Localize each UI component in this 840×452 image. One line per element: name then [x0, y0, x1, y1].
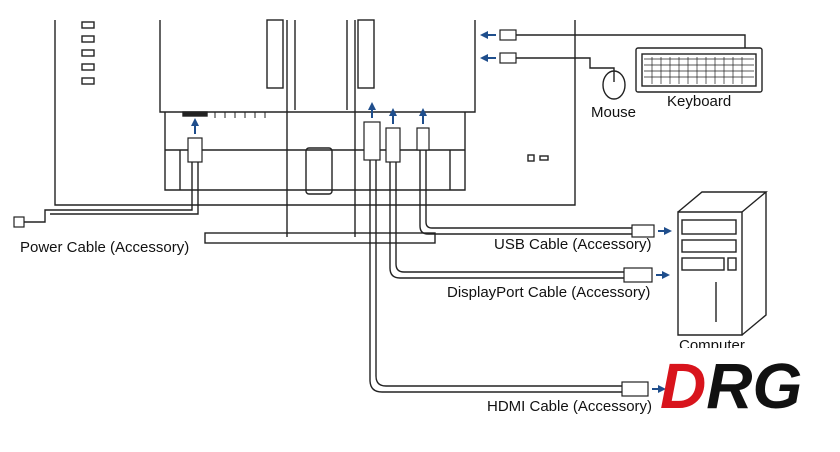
keyboard-device	[635, 47, 763, 93]
drg-logo: DRG	[660, 354, 802, 412]
cable-clip	[305, 147, 333, 195]
monitor-stand-neck	[286, 20, 356, 237]
hdmi-plug-monitor	[363, 121, 381, 161]
usb-cable-label: USB Cable (Accessory)	[494, 236, 652, 253]
mouse-device	[602, 70, 626, 100]
keyboard-cable	[516, 34, 746, 48]
hdmi-plug-computer	[621, 381, 649, 397]
dp-plug-computer	[623, 267, 653, 283]
keyboard-plug	[499, 29, 517, 41]
mouse-label: Mouse	[591, 104, 637, 121]
mouse-plug	[499, 52, 517, 64]
displayport-cable	[389, 162, 624, 279]
monitor-stand-base	[204, 232, 436, 244]
keyboard-keys	[644, 57, 754, 84]
power-plug	[187, 137, 203, 163]
keyboard-label: Keyboard	[667, 93, 732, 110]
dp-plug-monitor	[385, 127, 401, 163]
usb-cable	[419, 148, 632, 235]
drg-logo-text: DRG	[660, 354, 802, 412]
monitor-body	[54, 20, 576, 206]
hdmi-cable	[369, 158, 622, 393]
displayport-cable-label: DisplayPort Cable (Accessory)	[447, 284, 651, 301]
usb-plug-computer	[631, 224, 655, 238]
usb-plug-monitor	[416, 127, 430, 151]
computer-label: Computer	[679, 338, 745, 348]
monitor-buttons	[81, 21, 95, 85]
direction-arrows	[191, 31, 672, 393]
mouse-cable	[516, 57, 615, 71]
vesa-mount	[159, 20, 476, 113]
io-panel	[164, 112, 466, 191]
power-cable-label: Power Cable (Accessory)	[20, 239, 190, 256]
power-cable	[20, 160, 193, 223]
hdmi-cable-label: HDMI Cable (Accessory)	[487, 398, 653, 415]
computer-tower	[677, 191, 768, 336]
